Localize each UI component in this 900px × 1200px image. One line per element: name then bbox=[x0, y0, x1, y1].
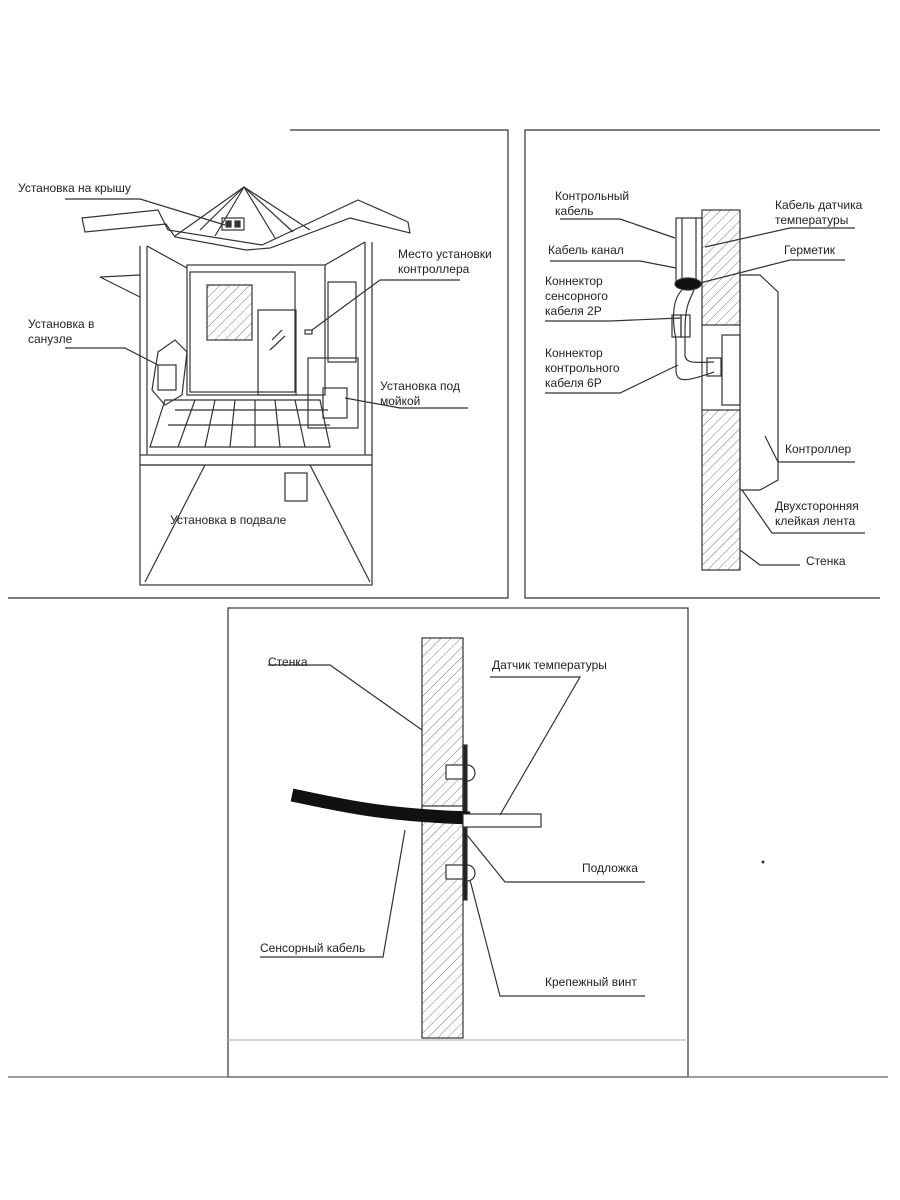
label-control-cable-1: Контрольный bbox=[555, 189, 630, 203]
label-tape-1: Двухсторонняя bbox=[775, 499, 859, 513]
label-sensor-cable: Сенсорный кабель bbox=[260, 941, 366, 955]
label-temp-cable-2: температуры bbox=[775, 213, 849, 227]
label-temp-cable-1: Кабель датчика bbox=[775, 198, 863, 212]
label-tape-2: клейкая лента bbox=[775, 514, 856, 528]
label-bathroom-1: Установка в bbox=[28, 317, 95, 331]
label-temp-sensor: Датчик температуры bbox=[492, 658, 607, 672]
label-cable-channel: Кабель канал bbox=[548, 243, 624, 257]
panel-frames bbox=[8, 129, 888, 1078]
house-illustration bbox=[65, 186, 468, 586]
label-wall: Стенка bbox=[806, 554, 846, 568]
stray-dot bbox=[761, 860, 765, 864]
label-roof-install: Установка на крышу bbox=[18, 181, 131, 195]
label-sensor-connector-1: Коннектор bbox=[545, 274, 603, 288]
label-controller: Контроллер bbox=[785, 442, 852, 456]
label-control-connector-2: контрольного bbox=[545, 361, 620, 375]
label-control-cable-2: кабель bbox=[555, 204, 594, 218]
label-under-sink-1: Установка под bbox=[380, 379, 460, 393]
label-backing: Подложка bbox=[582, 861, 638, 875]
label-sealant: Герметик bbox=[784, 243, 836, 257]
label-basement: Установка в подвале bbox=[170, 513, 287, 527]
label-controller-place-2: контроллера bbox=[398, 262, 470, 276]
label-sensor-wall: Стенка bbox=[268, 655, 308, 669]
label-controller-place-1: Место установки bbox=[398, 247, 492, 261]
label-bathroom-2: санузле bbox=[28, 332, 73, 346]
label-sensor-connector-3: кабеля 2P bbox=[545, 304, 602, 318]
label-sensor-connector-2: сенсорного bbox=[545, 289, 608, 303]
label-screw: Крепежный винт bbox=[545, 975, 637, 989]
sensor-section-illustration bbox=[260, 637, 645, 1039]
label-control-connector-3: кабеля 6P bbox=[545, 376, 602, 390]
label-control-connector-1: Коннектор bbox=[545, 346, 603, 360]
controller-section-illustration bbox=[545, 209, 865, 571]
label-under-sink-2: мойкой bbox=[380, 394, 421, 408]
